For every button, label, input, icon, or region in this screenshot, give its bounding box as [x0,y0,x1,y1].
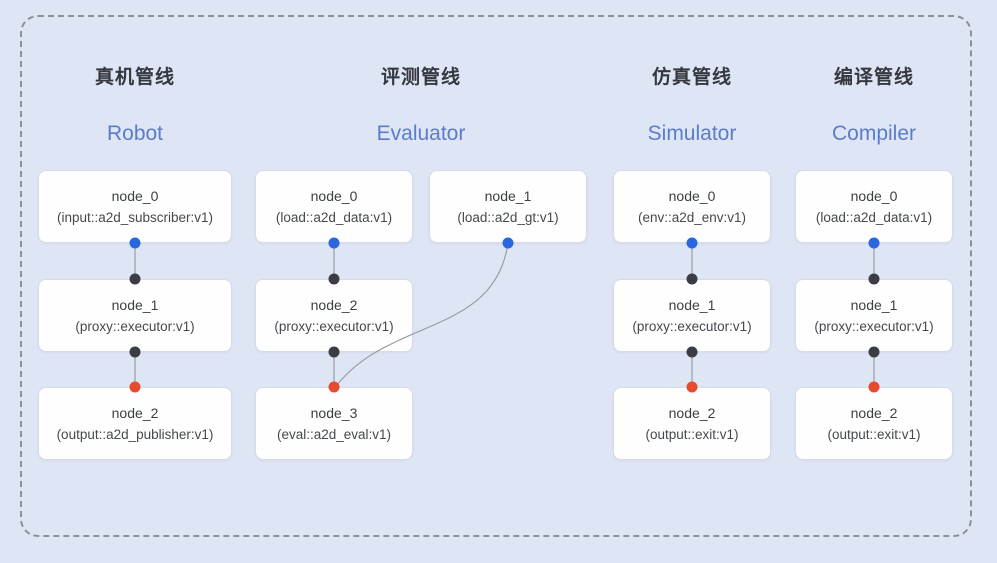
node-name: node_2 [850,404,898,421]
node-name: node_1 [668,296,716,313]
pipeline-title-zh-compiler: 编译管线 [833,67,914,88]
node-type: (load::a2d_data:v1) [815,209,933,225]
node-name: node_2 [668,404,716,421]
node-type: (env::a2d_env:v1) [637,209,747,225]
node-name: node_2 [111,404,159,421]
node-type: (proxy::executor:v1) [632,318,752,334]
node-box-evaluator-0: node_0 (load::a2d_data:v1) [255,170,413,243]
pipeline-title-zh-robot: 真机管线 [94,67,175,88]
node-name: node_0 [850,187,898,204]
node-type: (output::exit:v1) [827,426,921,442]
node-box-simulator-1: node_1 (proxy::executor:v1) [613,279,771,352]
node-name: node_0 [111,187,159,204]
node-type: (proxy::executor:v1) [274,318,394,334]
node-type: (proxy::executor:v1) [814,318,934,334]
node-type: (output::exit:v1) [645,426,739,442]
pipeline-title-en-evaluator: Evaluator [376,122,466,145]
node-type: (input::a2d_subscriber:v1) [56,209,214,225]
node-name: node_1 [850,296,898,313]
node-box-robot-1: node_1 (proxy::executor:v1) [38,279,232,352]
pipeline-title-en-robot: Robot [106,122,164,145]
node-type: (load::a2d_gt:v1) [457,209,559,225]
node-type: (load::a2d_data:v1) [275,209,393,225]
node-type: (output::a2d_publisher:v1) [56,426,214,442]
node-box-robot-0: node_0 (input::a2d_subscriber:v1) [38,170,232,243]
node-name: node_0 [668,187,716,204]
node-box-compiler-0: node_0 (load::a2d_data:v1) [795,170,953,243]
node-box-simulator-2: node_2 (output::exit:v1) [613,387,771,460]
node-box-evaluator-3: node_3 (eval::a2d_eval:v1) [255,387,413,460]
node-name: node_2 [310,296,358,313]
node-box-evaluator-2: node_2 (proxy::executor:v1) [255,279,413,352]
node-name: node_1 [111,296,159,313]
node-box-compiler-1: node_1 (proxy::executor:v1) [795,279,953,352]
node-box-simulator-0: node_0 (env::a2d_env:v1) [613,170,771,243]
node-name: node_1 [484,187,532,204]
node-name: node_0 [310,187,358,204]
pipeline-title-en-compiler: Compiler [831,122,917,145]
node-box-evaluator-1: node_1 (load::a2d_gt:v1) [429,170,587,243]
diagram-dashed-border [20,15,972,537]
pipeline-title-en-simulator: Simulator [647,122,737,145]
node-box-robot-2: node_2 (output::a2d_publisher:v1) [38,387,232,460]
node-type: (proxy::executor:v1) [75,318,195,334]
node-name: node_3 [310,404,358,421]
pipeline-title-zh-evaluator: 评测管线 [380,67,461,88]
node-box-compiler-2: node_2 (output::exit:v1) [795,387,953,460]
node-type: (eval::a2d_eval:v1) [276,426,392,442]
pipeline-title-zh-simulator: 仿真管线 [651,67,732,88]
